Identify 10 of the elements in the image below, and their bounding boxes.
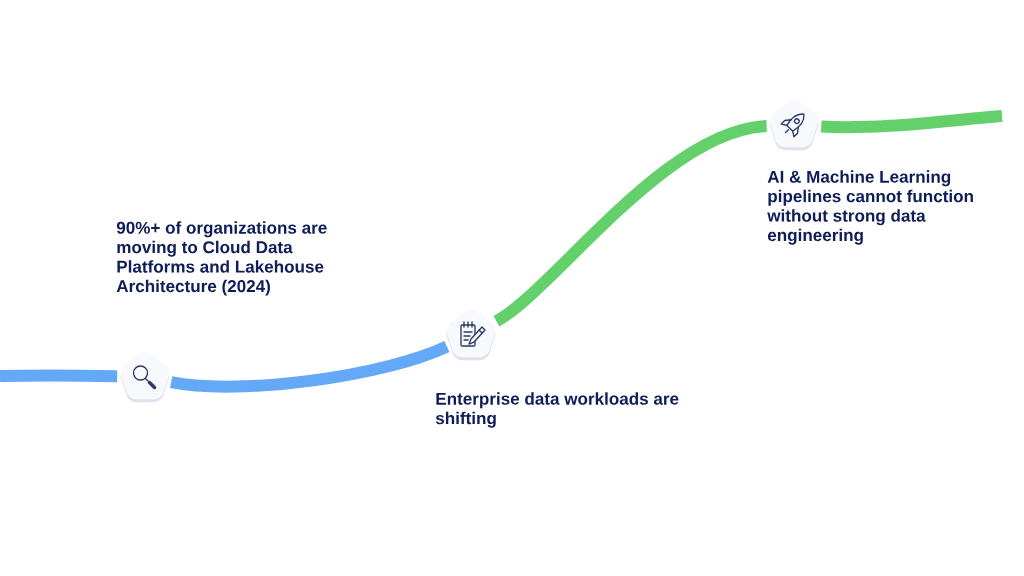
curved-line: [493, 120, 768, 327]
pentagon-badge: [769, 100, 819, 151]
pentagon-badge: [446, 310, 496, 361]
curved-line: [170, 340, 450, 393]
description-text: 90%+ of organizations are moving to Cloud Data Platforms and Lakehouse Architecture (2024): [116, 221, 327, 296]
description-text: Enterprise data workloads are shifting: [435, 392, 679, 428]
pentagon-badge: [120, 352, 170, 403]
description-text: AI & Machine Learning pipelines cannot function without strong data engineering: [767, 170, 973, 245]
curved-line: [0, 369, 118, 383]
curved-line: [821, 110, 1003, 134]
